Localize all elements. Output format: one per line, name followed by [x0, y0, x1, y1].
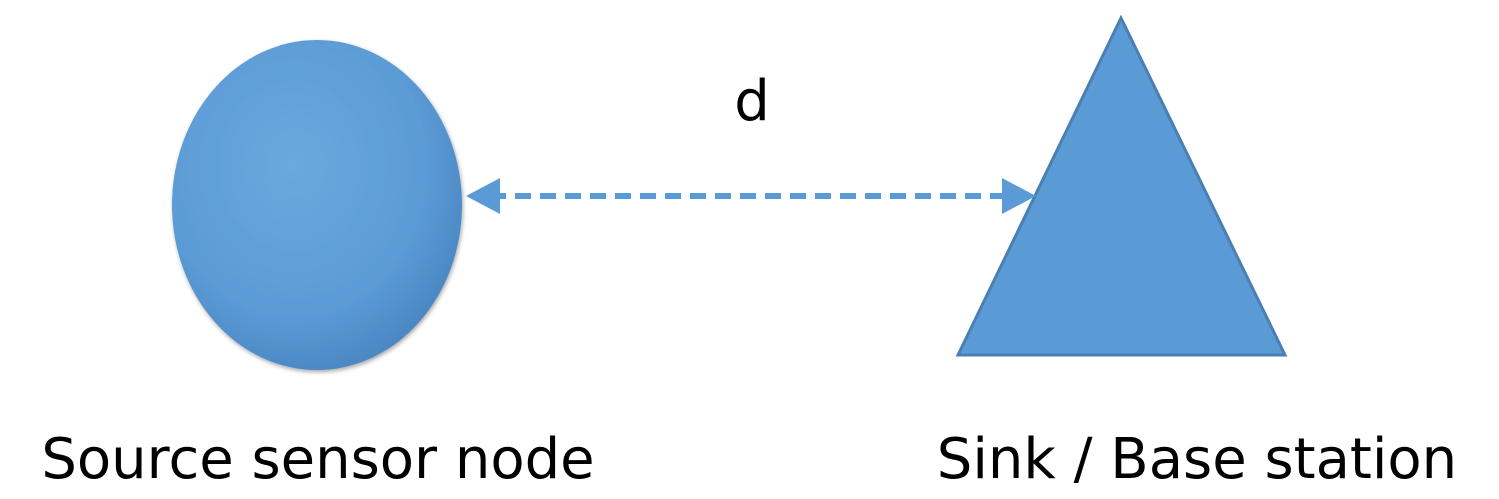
distance-label: d	[734, 69, 770, 134]
source-node-shape	[172, 40, 462, 370]
distance-arrowhead-right-icon	[1002, 178, 1036, 214]
sink-node-shape	[955, 14, 1288, 357]
sink-node-label: Sink / Base station	[937, 427, 1457, 492]
distance-arrowhead-left-icon	[466, 178, 500, 214]
source-node-label: Source sensor node	[41, 427, 594, 492]
